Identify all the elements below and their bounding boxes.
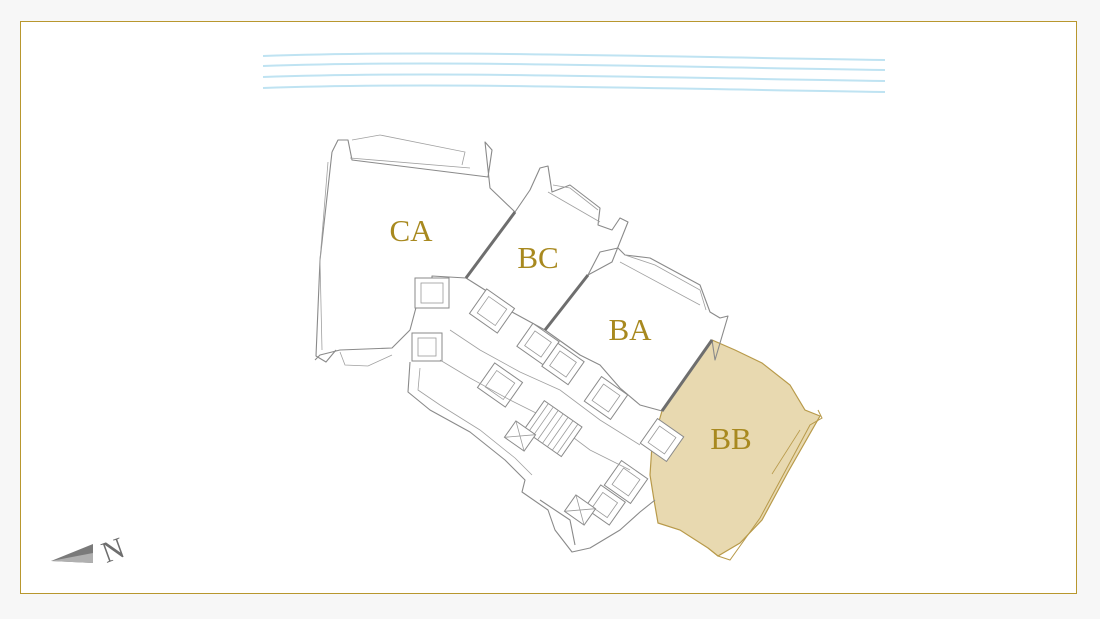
- north-compass: N: [51, 531, 129, 570]
- unit-label-bb[interactable]: BB: [710, 421, 751, 456]
- water-lines: [262, 52, 886, 93]
- building-core: [411, 277, 685, 526]
- unit-label-ba[interactable]: BA: [608, 312, 652, 347]
- plan-frame: [20, 21, 1077, 594]
- north-arrow-icon: [51, 544, 93, 563]
- building-walls: [314, 134, 729, 553]
- north-label: N: [97, 531, 129, 569]
- unit-bb-area[interactable]: [649, 339, 823, 561]
- unit-label-bc[interactable]: BC: [517, 240, 558, 275]
- unit-label-ca[interactable]: CA: [389, 213, 433, 248]
